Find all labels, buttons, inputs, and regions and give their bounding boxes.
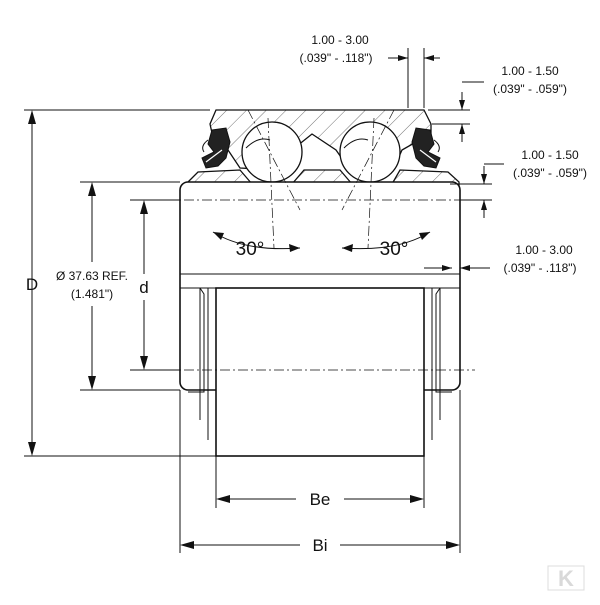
inner-seal-offset-mm: 1.00 - 1.50 [521, 148, 579, 162]
contact-angle-right-label: 30° [380, 239, 409, 260]
angle-arcs [212, 231, 431, 252]
bore-label: d [139, 278, 148, 297]
inner-seal-offset-inch: (.039" - .059") [513, 166, 587, 180]
dim-inner-width [179, 390, 461, 553]
inner-ring-body [179, 181, 461, 457]
top-clearance-mm: 1.00 - 3.00 [311, 33, 369, 47]
side-clearance-mm: 1.00 - 3.00 [515, 243, 573, 257]
logo-text: K [558, 566, 574, 591]
dim-reference-diameter [80, 181, 180, 391]
inner-width-label: Bi [312, 536, 327, 555]
dimension-text: 1.00 - 3.00 (.039" - .118") 1.00 - 1.50 … [26, 33, 587, 555]
dim-inner-seal-offset [450, 163, 504, 218]
side-clearance-inch: (.039" - .118") [504, 261, 577, 275]
dim-outer-diameter [24, 109, 216, 457]
dim-side-clearance [424, 265, 490, 271]
dim-bore [130, 199, 180, 371]
outer-seal-offset-inch: (.039" - .059") [493, 82, 567, 96]
dim-outer-seal-offset [428, 81, 484, 142]
ball-left [241, 121, 303, 183]
reference-diameter-label: Ø 37.63 REF. [56, 269, 128, 283]
seal-left [201, 127, 231, 169]
top-clearance-inch: (.039" - .118") [300, 51, 373, 65]
ball-right [339, 121, 401, 183]
outer-width-label: Be [310, 490, 331, 509]
dim-outer-width [215, 456, 425, 508]
dim-top-clearance [388, 48, 440, 108]
outer-diameter-label: D [26, 275, 38, 294]
center-lines [130, 109, 475, 371]
contact-angle-left-label: 30° [236, 239, 265, 260]
brand-logo: K [547, 565, 585, 591]
reference-diameter-inch: (1.481") [71, 287, 113, 301]
seal-right [411, 127, 441, 169]
outer-seal-offset-mm: 1.00 - 1.50 [501, 64, 559, 78]
